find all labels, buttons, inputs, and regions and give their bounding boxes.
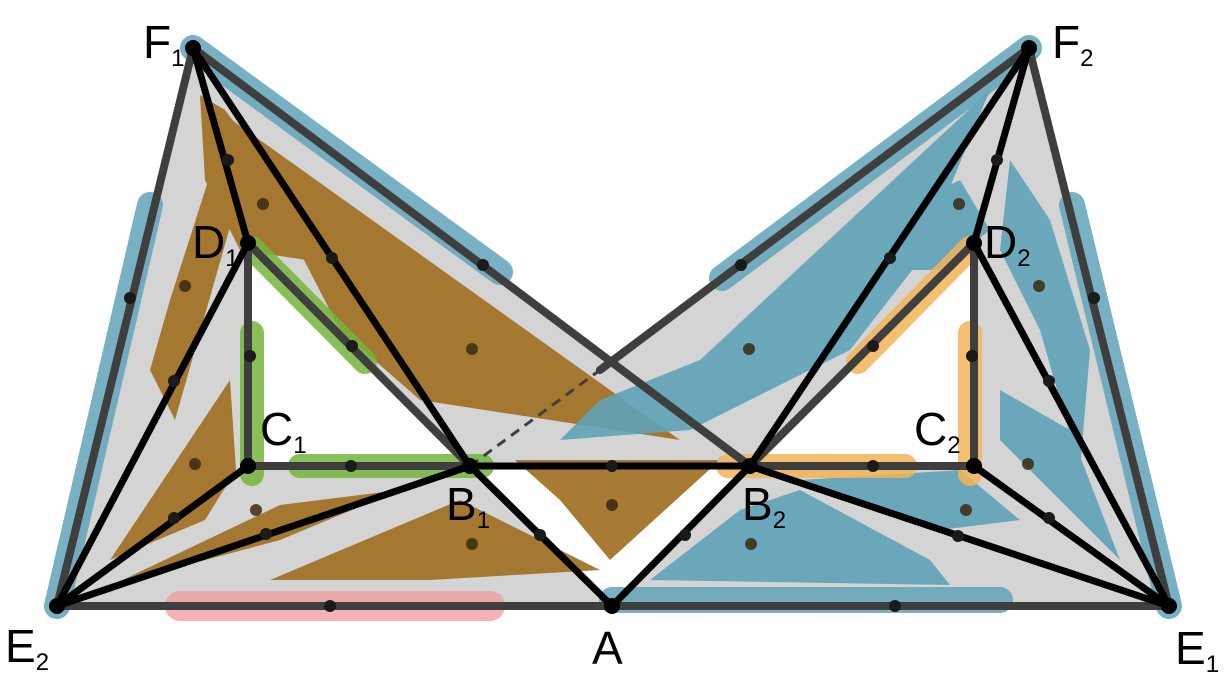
face-center (1022, 458, 1034, 470)
brown-face (150, 150, 232, 420)
face-center (745, 538, 757, 550)
brown-face (232, 120, 680, 440)
edge-midpoint (168, 375, 180, 387)
face-center (1033, 280, 1045, 292)
label-D2: D2 (984, 216, 1031, 272)
vertex-labels: F1 F2 D1 D2 C1 C2 B1 B2 E1 E2 A (5, 16, 1219, 678)
edge (189, 44, 252, 247)
edge-midpoint (326, 252, 338, 264)
label-D1: D1 (192, 216, 239, 272)
label-F1: F1 (143, 16, 184, 72)
face-center (606, 499, 618, 511)
edge-midpoint (966, 350, 978, 362)
label-B1: B1 (446, 478, 490, 534)
face-center (743, 343, 755, 355)
edge-midpoint (1043, 375, 1055, 387)
edge-midpoint (534, 529, 546, 541)
edge (53, 462, 252, 610)
vertex-B2 (742, 458, 758, 474)
edge (1025, 44, 1173, 610)
brown-face (515, 460, 720, 560)
vertex-F1 (185, 40, 201, 56)
label-F2: F2 (1052, 16, 1093, 72)
edge-midpoint (345, 460, 357, 472)
label-B2: B2 (742, 478, 786, 534)
edge-midpoint (867, 460, 879, 472)
face-center (179, 280, 191, 292)
edge-midpoint (889, 600, 901, 612)
edge-midpoint (1088, 292, 1100, 304)
edge-midpoint (952, 530, 964, 542)
edge-midpoint (124, 292, 136, 304)
vertices (49, 40, 1177, 614)
edge-midpoint (260, 528, 272, 540)
edge-midpoint (477, 259, 489, 271)
face-center (953, 198, 965, 210)
edge (596, 44, 1033, 374)
edge-midpoint (679, 529, 691, 541)
edge-midpoint (168, 512, 180, 524)
face-center (466, 538, 478, 550)
label-E2: E2 (5, 620, 49, 676)
edge-midpoint (735, 259, 747, 271)
edge (746, 239, 978, 470)
edge-midpoint (606, 460, 618, 472)
blue-face (650, 490, 950, 585)
blue-face (1000, 390, 1120, 560)
vertex-C2 (966, 458, 982, 474)
vertex-B1 (462, 458, 478, 474)
vertex-E2 (49, 598, 65, 614)
face-center (960, 504, 972, 516)
dark-edges (53, 44, 1173, 610)
vertex-D1 (240, 235, 256, 251)
vertex-D2 (966, 235, 982, 251)
face-center (189, 458, 201, 470)
label-C2: C2 (914, 403, 961, 459)
brown-face (270, 500, 600, 580)
vertex-E1 (1161, 598, 1177, 614)
edge-midpoint (346, 340, 358, 352)
face-center-dots (179, 198, 1045, 550)
label-E1: E1 (1175, 622, 1219, 678)
edge (970, 44, 1033, 247)
edge-midpoint (222, 154, 234, 166)
edge-midpoint (884, 252, 896, 264)
brown-face (110, 380, 236, 560)
vertex-F2 (1021, 40, 1037, 56)
blue-face (1000, 160, 1090, 470)
vertex-A (604, 598, 620, 614)
edge (244, 239, 474, 470)
face-center (250, 504, 262, 516)
edge-midpoint (991, 154, 1003, 166)
face-center (466, 343, 478, 355)
edge (189, 44, 754, 470)
vertex-C1 (240, 458, 256, 474)
face-center (257, 198, 269, 210)
midpoint-dots (124, 154, 1100, 612)
label-A: A (592, 622, 623, 674)
edge (970, 462, 1173, 610)
edge (53, 239, 252, 610)
label-C1: C1 (260, 403, 307, 459)
edge-midpoint (1043, 512, 1055, 524)
edge (53, 44, 197, 610)
dashed-edge (469, 368, 601, 468)
edge-midpoint (867, 340, 879, 352)
edge-midpoint (324, 600, 336, 612)
edge-midpoint (244, 350, 256, 362)
edge (970, 239, 1173, 610)
